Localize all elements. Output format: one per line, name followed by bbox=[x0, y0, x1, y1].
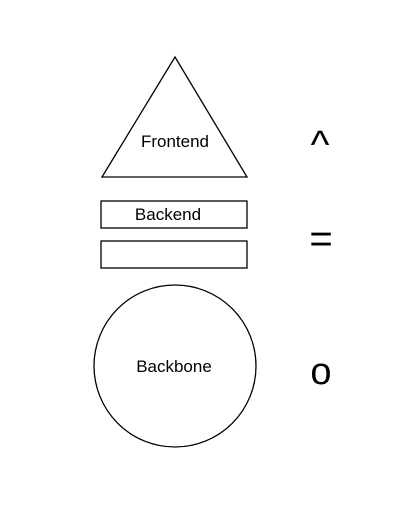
backbone-circle bbox=[93, 284, 257, 448]
backend-layer: Backend bbox=[100, 200, 248, 269]
frontend-layer: Frontend bbox=[100, 55, 249, 178]
frontend-triangle bbox=[100, 55, 249, 178]
frontend-label: Frontend bbox=[141, 132, 209, 151]
caret-symbol: ^ bbox=[311, 123, 330, 167]
backend-label: Backend bbox=[135, 205, 201, 224]
circle-symbol: o bbox=[310, 351, 331, 393]
equals-symbol: = bbox=[309, 217, 332, 261]
backbone-layer: Backbone bbox=[93, 284, 257, 448]
backbone-label: Backbone bbox=[136, 357, 212, 376]
backend-bar-top bbox=[100, 200, 248, 229]
backend-bar-bottom bbox=[100, 240, 248, 269]
